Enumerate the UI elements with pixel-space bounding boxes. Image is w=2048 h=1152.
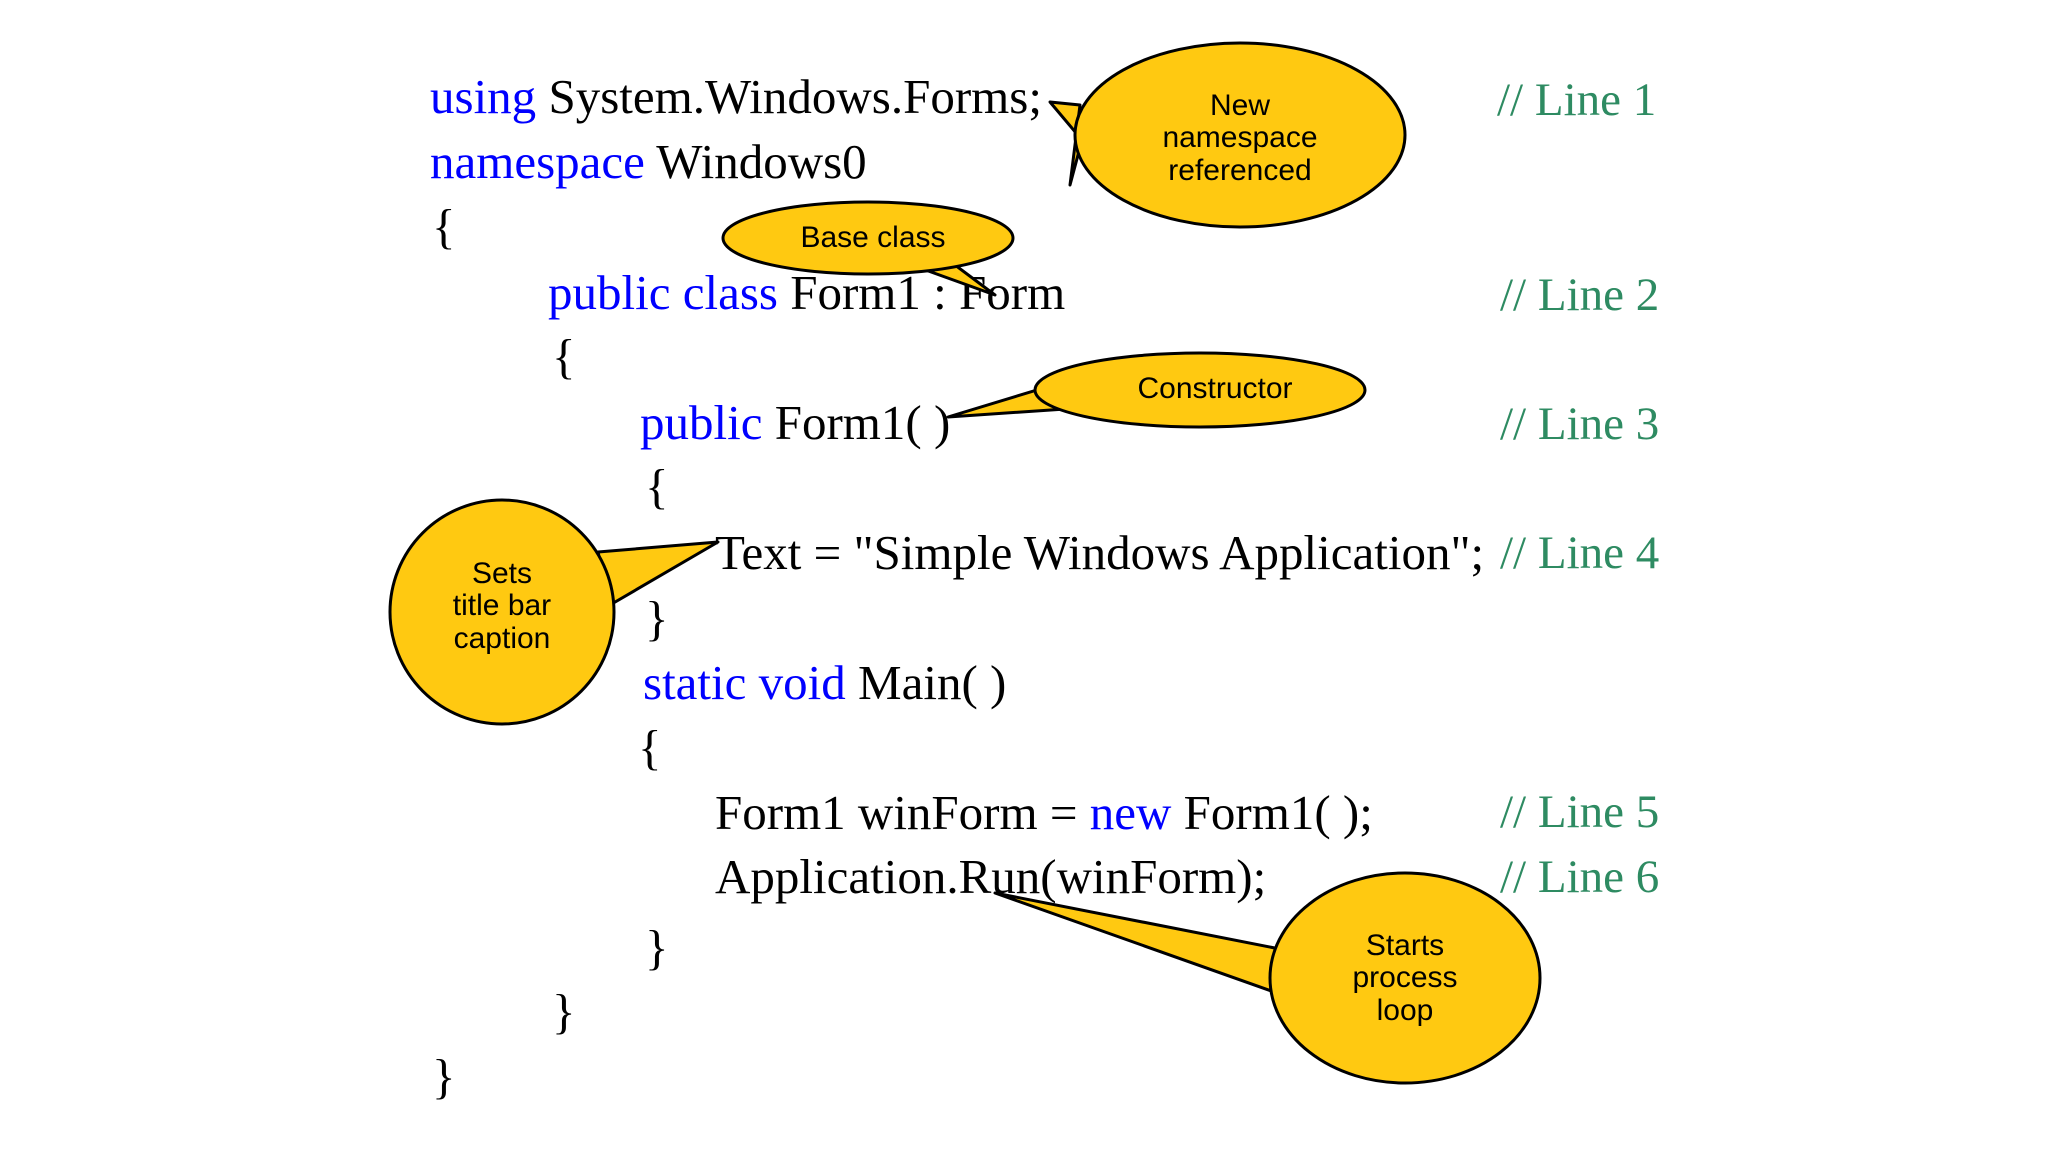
comment-line-3: // Line 3 — [1500, 398, 1660, 450]
code-line-app-run: Application.Run(winForm); — [715, 852, 1266, 901]
brace-close-namespace: } — [432, 1049, 456, 1104]
keyword-static-void: static void — [643, 655, 846, 710]
code-text-namespace: Windows0 — [644, 134, 867, 189]
callout-constructor-bubble — [1033, 351, 1367, 429]
callout-namespace-bubble — [1073, 41, 1407, 229]
code-line-class: public class Form1 : Form — [548, 268, 1065, 317]
code-line-open-main-brace: { — [638, 723, 662, 772]
brace-close-class: } — [552, 984, 576, 1039]
brace-close-main: } — [645, 920, 669, 975]
keyword-public-class: public class — [548, 265, 778, 320]
code-line-main: static void Main( ) — [643, 658, 1006, 707]
code-text-main: Main( ) — [845, 655, 1007, 710]
code-line-open-class-brace: { — [552, 332, 576, 381]
callout-process-shape — [993, 871, 1542, 1085]
callout-title-bar-tail — [596, 540, 720, 607]
code-text-newform-head: Form1 winForm = — [715, 785, 1090, 840]
callout-process-bubble — [1268, 871, 1542, 1085]
callout-constructor-shape — [946, 351, 1367, 429]
brace-open-class: { — [552, 329, 576, 384]
brace-open-namespace: { — [432, 199, 456, 254]
brace-close-ctor: } — [645, 591, 669, 646]
keyword-new: new — [1089, 785, 1172, 840]
code-line-constructor: public Form1( ) — [640, 398, 950, 447]
keyword-namespace: namespace — [430, 134, 645, 189]
code-line-open-ctor-brace: { — [645, 462, 669, 511]
code-line-close-main-brace: } — [645, 923, 669, 972]
code-line-close-ctor-brace: } — [645, 594, 669, 643]
brace-open-ctor: { — [645, 459, 669, 514]
keyword-public: public — [640, 395, 763, 450]
code-line-namespace: namespace Windows0 — [430, 137, 867, 186]
code-line-close-class-brace: } — [552, 987, 576, 1036]
comment-line-2: // Line 2 — [1500, 269, 1660, 321]
comment-line-4: // Line 4 — [1500, 527, 1660, 579]
callout-process-tail — [993, 891, 1287, 995]
keyword-using: using — [430, 69, 537, 124]
callout-namespace-shape — [1048, 41, 1407, 229]
code-line-new-form: Form1 winForm = new Form1( ); — [715, 788, 1373, 837]
comment-line-6: // Line 6 — [1500, 851, 1660, 903]
code-text-class: Form1 : Form — [777, 265, 1066, 320]
comment-line-1: // Line 1 — [1497, 74, 1657, 126]
callout-title-bar-shape — [388, 498, 720, 726]
code-text-newform-tail: Form1( ); — [1171, 785, 1373, 840]
code-line-using: using System.Windows.Forms; — [430, 72, 1042, 121]
callout-base-class-bubble — [721, 200, 1015, 276]
code-text-constructor: Form1( ) — [762, 395, 951, 450]
callout-title-bar-bubble — [388, 498, 616, 726]
comment-line-5: // Line 5 — [1500, 786, 1660, 838]
brace-open-main: { — [638, 720, 662, 775]
code-text-app-run: Application.Run(winForm); — [715, 849, 1267, 904]
callout-base-class-shape — [721, 200, 1015, 297]
code-line-text-assign: Text = "Simple Windows Application"; — [715, 528, 1484, 577]
code-text-assign: Text = "Simple Windows Application"; — [715, 525, 1485, 580]
code-text-using: System.Windows.Forms; — [536, 69, 1042, 124]
code-line-open-namespace-brace: { — [432, 202, 456, 251]
code-line-close-namespace-brace: } — [432, 1052, 456, 1101]
